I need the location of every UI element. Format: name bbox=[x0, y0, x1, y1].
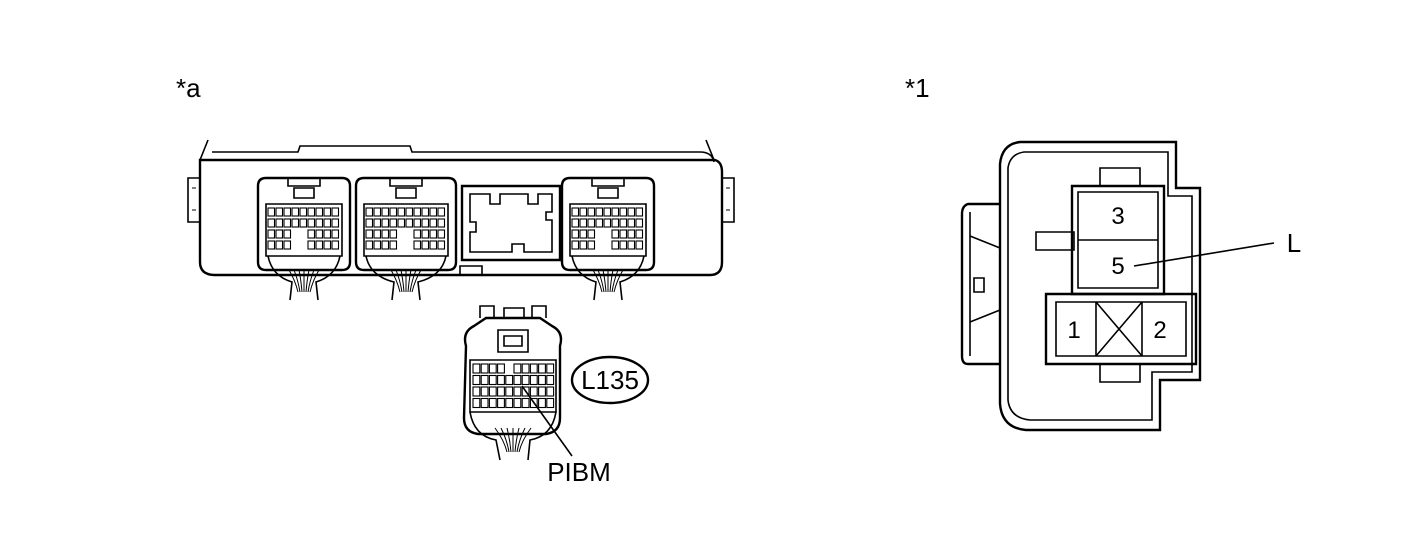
ecu-connector-middle bbox=[354, 176, 458, 301]
ecu-connector-group bbox=[256, 176, 656, 301]
wire-color-label: L bbox=[1287, 228, 1301, 258]
ecu-connector-left bbox=[256, 176, 352, 301]
connector-code-badge: L135 bbox=[570, 355, 650, 405]
connector-front-view bbox=[960, 140, 1202, 432]
ecu-connector-left-wires bbox=[267, 255, 341, 301]
pin-5-label: 5 bbox=[1111, 253, 1124, 280]
pin-2-label: 2 bbox=[1153, 317, 1166, 344]
pin-1-label: 1 bbox=[1067, 317, 1080, 344]
marker-1-label: *1 bbox=[905, 73, 930, 103]
l135-wire-bundle bbox=[469, 411, 557, 461]
terminal-name-label: PIBM bbox=[547, 457, 611, 487]
ecu-housing bbox=[187, 139, 735, 277]
terminal-leader-line bbox=[521, 385, 573, 457]
ecu-center-socket bbox=[460, 184, 562, 262]
ecu-connector-right bbox=[560, 176, 656, 301]
l135-cavity-grid bbox=[472, 363, 555, 409]
ecu-connector-middle-wires bbox=[365, 255, 447, 301]
wire-color-leader-line bbox=[1133, 242, 1275, 267]
connector-code-label: L135 bbox=[581, 365, 639, 395]
marker-a-label: *a bbox=[176, 73, 201, 103]
ecu-connector-right-wires bbox=[571, 255, 645, 301]
pin-3-label: 3 bbox=[1111, 203, 1124, 230]
